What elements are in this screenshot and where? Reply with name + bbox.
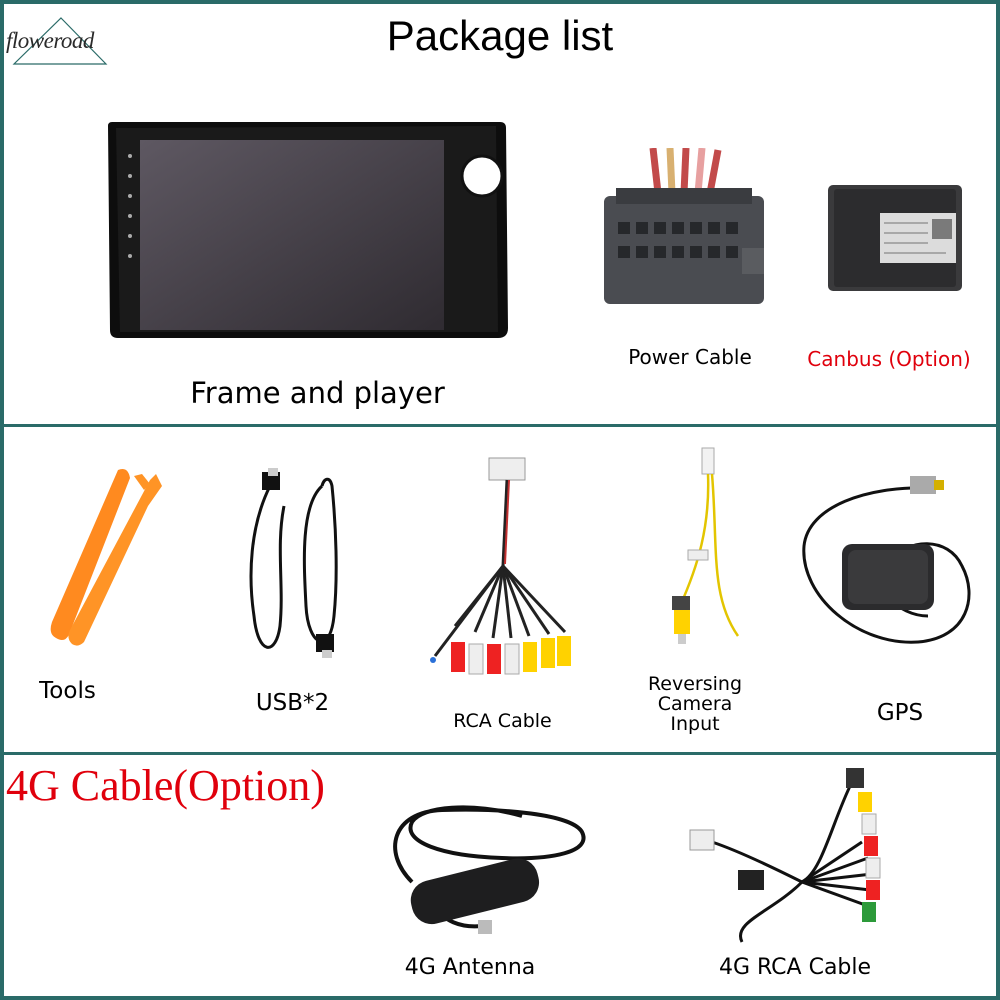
rca-cable-image: [430, 457, 571, 675]
car-stereo-image: [108, 122, 508, 338]
4g-antenna-label: 4G Antenna: [404, 955, 536, 980]
canbus-box-image: [828, 185, 962, 291]
label-line: Camera: [657, 693, 733, 715]
tools-label: Tools: [39, 678, 96, 704]
label-line: Input: [670, 713, 720, 735]
page-title: Package list: [386, 12, 614, 59]
4g-rca-cable-label: 4G RCA Cable: [718, 955, 872, 980]
canbus-option-label: Canbus (Option): [807, 347, 971, 371]
rca-cable-label: RCA Cable: [453, 710, 552, 732]
4g-antenna-image: [393, 805, 586, 934]
power-cable-label: Power Cable: [628, 345, 752, 369]
logo-triangle-icon: [12, 17, 108, 65]
section-divider: [0, 424, 1000, 427]
frame-and-player-label: Frame and player: [190, 376, 445, 410]
pry-tools-image: [50, 469, 162, 646]
brand-logo: floweroad: [6, 14, 116, 74]
label-line: Reversing: [647, 673, 743, 695]
gps-antenna-image: [802, 476, 971, 644]
usb-cable-image: [249, 468, 338, 658]
usb-label: USB*2: [255, 690, 330, 716]
logo-text: floweroad: [6, 28, 94, 53]
reversing-camera-input-label: Reversing Camera Input: [630, 674, 760, 734]
section-divider: [0, 752, 1000, 755]
4g-rca-cable-image: [689, 768, 881, 943]
power-connector-image: [604, 148, 764, 304]
gps-label: GPS: [876, 700, 924, 726]
reverse-camera-cable-image: [672, 447, 740, 644]
4g-cable-option-title: 4G Cable(Option): [6, 761, 325, 810]
